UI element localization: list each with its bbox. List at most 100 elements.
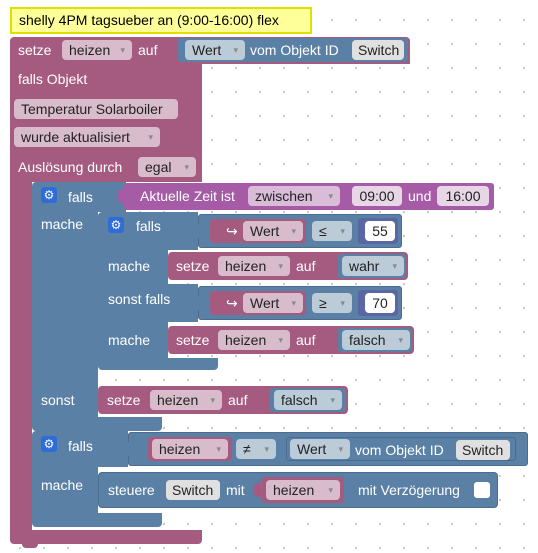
variable-name: heizen [225,332,267,348]
dropdown-arrow-icon: ▾ [291,226,296,236]
und-label: und [408,188,432,204]
input-notch [118,189,125,203]
dropdown-arrow-icon: ▾ [264,444,269,454]
variable-dropdown-heizen[interactable]: heizen ▾ [152,439,228,459]
time-to-field[interactable]: 16:00 [437,186,489,206]
block-tab [22,544,38,548]
wert-text: Wert [250,295,280,311]
gear-icon[interactable]: ⚙ [41,436,57,452]
gear-icon[interactable]: ⚙ [108,217,124,233]
outer-falls-label: falls [68,189,93,205]
input-notch [192,296,199,310]
gear-icon[interactable]: ⚙ [41,187,57,203]
bottom-if-block-spine [32,467,98,513]
block-comment[interactable]: shelly 4PM tagsueber an (9:00-16:00) fle… [10,7,312,34]
variable-name: heizen [273,482,315,498]
event-dropdown[interactable]: wurde aktualisiert ▾ [14,127,160,147]
boolean-text: wahr [349,258,380,274]
variable-dropdown-heizen[interactable]: heizen▾ [150,390,222,410]
object-name-text: Temperatur Solarboiler [21,101,163,117]
compare-op-dropdown-3[interactable]: ≠▾ [236,439,276,459]
return-arrow-icon: ↪ [226,223,238,239]
variable-name: heizen [225,258,267,274]
variable-dropdown-heizen[interactable]: heizen ▾ [218,256,290,276]
number-field-1[interactable]: 55 [365,221,395,241]
time-label: Aktuelle Zeit ist [140,188,235,204]
wert-dropdown-1[interactable]: Wert ▾ [243,221,303,241]
inner-if-sonst-falls-row [98,284,198,322]
dropdown-arrow-icon: ▾ [233,45,238,55]
op-text: ≤ [319,223,327,239]
delay-checkbox[interactable] [474,482,490,498]
trigger-block-footer [10,530,202,544]
object-id-field[interactable]: Switch [456,440,510,460]
time-op-text: zwischen [255,188,313,204]
dropdown-arrow-icon: ▾ [120,45,125,55]
dropdown-arrow-icon: ▾ [328,485,333,495]
op-text: ≥ [319,295,327,311]
event-text: wurde aktualisiert [21,129,130,145]
auf-label: auf [296,258,316,274]
mit-label: mit [226,482,245,498]
wert-dropdown-3[interactable]: Wert ▾ [290,439,350,459]
outer-mache-label: mache [41,216,84,232]
time-op-dropdown[interactable]: zwischen▾ [248,186,340,206]
outer-if-sonst-row [32,385,98,417]
compare-op-dropdown-1[interactable]: ≤▾ [312,221,352,241]
boolean-dropdown-1[interactable]: wahr▾ [342,256,404,276]
setze-label: setze [176,258,210,274]
outer-sonst-label: sonst [41,392,75,408]
wert-text: Wert [297,441,327,457]
compare-op-dropdown-2[interactable]: ≥▾ [312,293,352,313]
input-notch [192,224,199,238]
inner-mache1-label: mache [108,258,151,274]
dropdown-arrow-icon: ▾ [216,444,221,454]
wert-text: Wert [192,42,222,58]
ausloesung-text: egal [145,159,172,175]
steuere-label: steuere [108,482,155,498]
time-from-field[interactable]: 09:00 [352,186,402,206]
wert-dropdown[interactable]: Wert ▾ [185,40,245,60]
dropdown-arrow-icon: ▾ [184,162,189,172]
dropdown-arrow-icon: ▾ [291,298,296,308]
dropdown-arrow-icon: ▾ [278,261,283,271]
dropdown-arrow-icon: ▾ [278,335,283,345]
setze-label: setze [18,42,52,58]
setze-label: setze [107,392,141,408]
auf-label: auf [296,332,316,348]
input-notch [122,442,129,456]
return-arrow-icon: ↪ [226,295,238,311]
wert-text: Wert [250,223,280,239]
vom-objekt-label: vom Objekt ID [250,42,339,58]
variable-dropdown-heizen[interactable]: heizen ▾ [218,330,290,350]
boolean-dropdown-sonst[interactable]: falsch▾ [274,390,342,410]
falls-objekt-label: falls Objekt [18,71,88,87]
outer-if-block-footer [32,417,162,431]
object-id-field[interactable]: Switch [352,40,404,60]
dropdown-arrow-icon: ▾ [338,444,343,454]
number-field-2[interactable]: 70 [365,293,395,313]
object-name-field[interactable]: Temperatur Solarboiler [14,99,178,119]
variable-dropdown-heizen[interactable]: heizen ▾ [266,480,340,500]
inner-sonst-falls-label: sonst falls [108,291,171,307]
boolean-text: falsch [281,392,318,408]
trigger-block-spine [10,182,32,530]
dropdown-arrow-icon: ▾ [148,132,153,142]
outer-if-block-spine [32,212,98,390]
ausloesung-label: Auslösung durch [18,159,123,175]
boolean-dropdown-2[interactable]: falsch▾ [342,330,410,350]
wert-dropdown-2[interactable]: Wert ▾ [243,293,303,313]
auf-label: auf [228,392,248,408]
inner-falls-label: falls [136,218,161,234]
ausloesung-dropdown[interactable]: egal ▾ [138,157,196,177]
variable-dropdown-heizen[interactable]: heizen ▾ [62,40,132,60]
bottom-falls-label: falls [68,438,93,454]
variable-name: heizen [157,392,199,408]
bottom-mache-label: mache [41,477,84,493]
variable-name: heizen [69,42,111,58]
control-object-field[interactable]: Switch [166,480,220,500]
vom-objekt-label: vom Objekt ID [355,442,444,458]
inner-mache2-label: mache [108,332,151,348]
variable-name: heizen [159,441,201,457]
dropdown-arrow-icon: ▾ [398,335,403,345]
